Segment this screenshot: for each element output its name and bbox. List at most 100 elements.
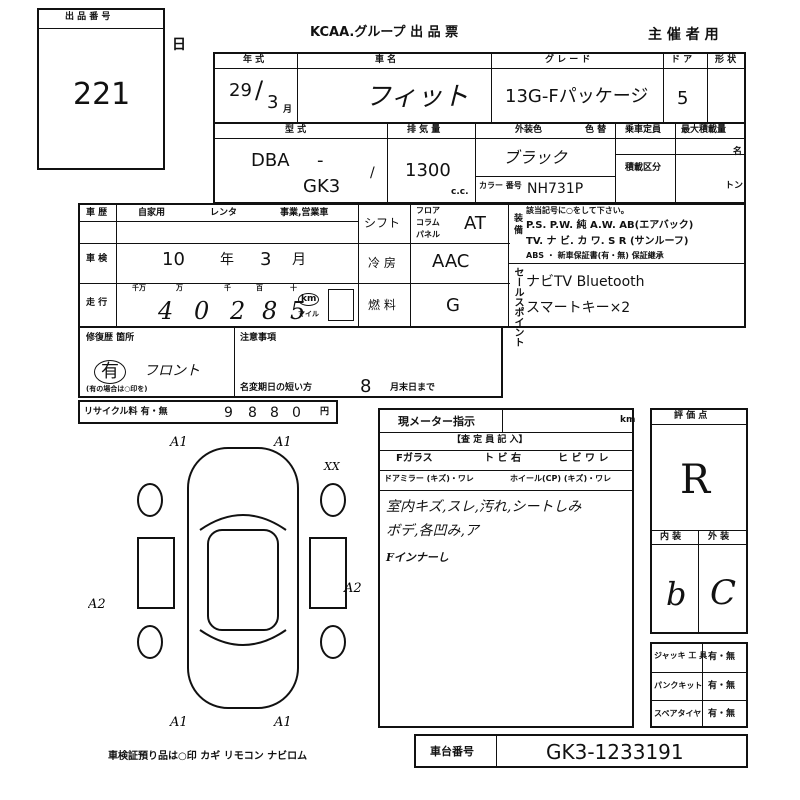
- shift-label: シフト: [364, 216, 401, 230]
- header-box: 年 式 車 名 グ レ ー ド ド ア 形 状 29 / 3 月 フィット 13…: [213, 52, 746, 124]
- car-name: フィット: [365, 82, 469, 112]
- tools-box: ジャッキ 工 具 有・無 パンクキット 有・無 スペアタイヤ 有・無: [650, 642, 748, 728]
- load-label: 最大積載量: [681, 125, 727, 135]
- bottom-items: 車検証預り品は○印 カギ リモコン ナビロム: [108, 751, 308, 762]
- equipment-line3: ABS ・ 新車保証書(有・無) 保証継承: [526, 251, 664, 260]
- meter-row2b: ホイール(CP) (キズ)・ワレ: [510, 474, 612, 483]
- mileage-check-box: [328, 289, 354, 321]
- shift-value: AT: [464, 213, 486, 234]
- name-label: 車 名: [375, 55, 397, 65]
- spare-value: 有・無: [708, 709, 736, 719]
- door-label: ド ア: [671, 55, 693, 65]
- usage-label: 車 歴: [86, 208, 108, 218]
- meter-row1-1: ト ビ 右: [484, 453, 521, 464]
- chassis-label: 車台番号: [430, 745, 474, 758]
- mile-unit: マイル: [298, 310, 319, 318]
- sales-line1: ナビTV Bluetooth: [526, 274, 645, 290]
- equipment-note: 該当記号に○をして下さい。: [526, 206, 629, 215]
- recycle-box: リサイクル料 有・無 9 8 8 0 円: [78, 400, 338, 424]
- remarks-label: 注意事項: [240, 333, 277, 343]
- model-prefix: DBA: [251, 150, 290, 171]
- inspection-year: 10: [162, 249, 185, 270]
- year-value: 29: [229, 80, 252, 101]
- mileage-digit-3: 8: [262, 297, 278, 325]
- cc-unit: c.c.: [451, 187, 469, 197]
- tick-mark: /: [370, 165, 375, 181]
- color-value: ブラック: [503, 148, 568, 167]
- puncture-value: 有・無: [708, 681, 736, 691]
- sales-line2: スマートキー×2: [526, 300, 631, 316]
- capacity-label: 乗車定員: [625, 125, 662, 135]
- deadline-value: 8: [360, 376, 372, 397]
- class-label: 積載区分: [625, 163, 662, 173]
- diagram-mark-5: A1: [273, 715, 292, 730]
- grade-label: 評 価 点: [674, 411, 708, 421]
- inspection-label: 車 検: [86, 254, 108, 264]
- car-diagram: A1 A1 A2 A2 A1 A1 XX: [88, 435, 362, 730]
- meter-note-0: 室内キズ,スレ,汚れ,シートしみ: [386, 499, 582, 515]
- grade-score: R: [680, 457, 711, 503]
- recycle-digit-1: 8: [248, 405, 257, 421]
- year-label: 年 式: [243, 55, 265, 65]
- mileage-digit-4: 5: [290, 297, 306, 325]
- jack-value: 有・無: [708, 652, 736, 662]
- recycle-label: リサイクル料 有・無: [84, 407, 168, 417]
- repair-note: (有の場合は○印を): [86, 385, 148, 393]
- shift-opt-0: フロア: [416, 206, 440, 215]
- diagram-mark-3: A2: [343, 581, 362, 596]
- jack-label: ジャッキ 工 具: [654, 651, 708, 660]
- interior-grade: b: [666, 575, 687, 613]
- unit-people: 名: [733, 147, 743, 157]
- mileage-unit-0: 千万: [132, 284, 146, 292]
- meter-label: 現メーター指示: [398, 415, 475, 428]
- color-label: 外装色: [515, 125, 543, 135]
- lot-box: 出 品 番 号 221: [37, 8, 165, 170]
- shape-label: 形 状: [715, 55, 737, 65]
- diagram-mark-4: A1: [169, 715, 188, 730]
- equipment-label: 装 備: [512, 213, 522, 235]
- sheet-subtitle: 主 催 者 用: [648, 27, 719, 43]
- deadline-unit: 月末日まで: [390, 383, 436, 393]
- usage-opt1: 自家用: [138, 208, 166, 218]
- km-unit: km: [298, 293, 320, 306]
- mileage-unit-4: 十: [290, 284, 297, 292]
- ac-label: 冷 房: [368, 256, 396, 270]
- disp-label: 排 気 量: [407, 125, 441, 135]
- exterior-label: 外 装: [708, 532, 730, 542]
- mileage-digit-2: 2: [230, 297, 246, 325]
- meter-row1-2: ヒ ビ ワ レ: [558, 453, 609, 464]
- repair-area: フロント: [144, 363, 200, 379]
- month-value: 3: [267, 92, 279, 113]
- chassis-box: 車台番号 GK3-1233191: [414, 734, 748, 768]
- spare-label: スペアタイヤ: [654, 709, 702, 718]
- grade-value: 13G-Fパッケージ: [505, 86, 649, 107]
- equipment-line1: P.S. P.W. 純 A.W. AB(エアバック): [526, 220, 694, 231]
- sheet-title: KCAA.グループ 出 品 票: [310, 25, 459, 40]
- repair-value: 有: [94, 360, 126, 384]
- meter-note-2: Fインナーし: [386, 551, 449, 564]
- mileage-digit-0: 4: [158, 297, 174, 325]
- repair-box: 修復歴 箇所 有 フロント (有の場合は○印を) 注意事項 名変期日の短い方 8…: [78, 326, 503, 398]
- mileage-digit-1: 0: [194, 297, 210, 325]
- diagram-mark-2: A2: [88, 597, 106, 612]
- inspection-month-unit: 月: [292, 252, 306, 268]
- model-box: 型 式 排 気 量 外装色 色 替 乗車定員 最大積載量 積載区分 DBA - …: [213, 122, 746, 204]
- usage-box: 車 歴 自家用 レンタ 事業,営業車 シフト フロア コラム パネル AT 車 …: [78, 203, 746, 347]
- recycle-digit-0: 9: [224, 405, 233, 421]
- interior-label: 内 装: [660, 532, 682, 542]
- meter-box: 現メーター指示 km 【査 定 員 記 入】 Fガラス ト ビ 右 ヒ ビ ワ …: [378, 408, 635, 728]
- usage-opt3: 事業,営業車: [280, 208, 329, 218]
- meter-note-1: ボデ,各凹み,ア: [386, 523, 479, 539]
- ac-value: AAC: [432, 251, 470, 272]
- grade-label: グ レ ー ド: [545, 55, 591, 65]
- equipment-line2: TV. ナ ビ. カ ワ. S R (サンルーフ): [526, 236, 689, 247]
- recycle-digit-2: 8: [270, 405, 279, 421]
- unit-ton: トン: [725, 181, 744, 191]
- day-mark: 日: [172, 37, 186, 53]
- meter-row1-0: Fガラス: [396, 453, 433, 464]
- model-label: 型 式: [285, 125, 307, 135]
- mileage-unit-3: 百: [256, 284, 263, 292]
- diagram-mark-0: A1: [169, 435, 188, 450]
- inspection-year-unit: 年: [220, 252, 234, 268]
- fuel-label: 燃 料: [368, 298, 396, 312]
